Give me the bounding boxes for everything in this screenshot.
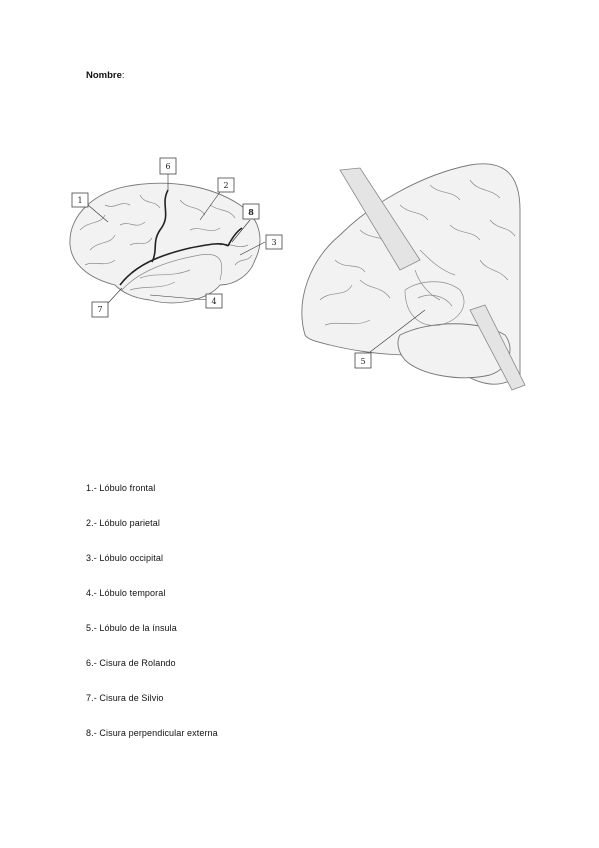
legend-item-1: 1.- Lóbulo frontal <box>86 483 156 493</box>
svg-text:5: 5 <box>360 357 365 366</box>
parieto-occipital-fissure <box>227 227 243 247</box>
legend-item-7: 7.- Cisura de Silvio <box>86 693 164 703</box>
sylvian-fissure <box>119 243 229 286</box>
svg-text:4: 4 <box>211 297 216 306</box>
name-field: Nombre: <box>86 70 125 81</box>
legend-item-2: 2.- Lóbulo parietal <box>86 518 160 528</box>
svg-text:3: 3 <box>271 238 276 247</box>
legend-list: 1.- Lóbulo frontal 2.- Lóbulo parietal 3… <box>86 482 218 762</box>
name-colon: : <box>121 70 125 81</box>
legend-item-5: 5.- Lóbulo de la ínsula <box>86 623 177 633</box>
svg-text:8: 8 <box>248 207 254 217</box>
label-6: 6 <box>159 157 177 175</box>
svg-text:7: 7 <box>97 305 102 314</box>
label-8: 8 <box>242 203 260 220</box>
cerebellum-temporal-region <box>397 323 511 379</box>
label-2: 2 <box>217 177 235 193</box>
label-1: 1 <box>71 192 89 208</box>
lateral-brain-illustration <box>69 182 261 304</box>
name-label: Nombre <box>86 70 122 81</box>
label-3: 3 <box>265 234 283 250</box>
brain-diagram: 1 2 3 4 6 7 8 <box>60 150 530 430</box>
legend-item-3: 3.- Lóbulo occipital <box>86 553 164 563</box>
legend-item-8: 8.- Cisura perpendicular externa <box>86 728 218 738</box>
label-4: 4 <box>205 293 223 309</box>
legend-item-4: 4.- Lóbulo temporal <box>86 588 166 598</box>
svg-text:6: 6 <box>165 162 170 171</box>
label-5: 5 <box>354 309 426 369</box>
brain-diagram-svg: 1 2 3 4 6 7 8 <box>69 157 526 391</box>
svg-text:1: 1 <box>77 196 82 205</box>
label-7: 7 <box>91 301 109 318</box>
insula-brain-illustration <box>301 163 526 391</box>
rolando-fissure <box>151 189 169 263</box>
legend-item-6: 6.- Cisura de Rolando <box>86 658 176 668</box>
svg-text:2: 2 <box>223 181 228 190</box>
